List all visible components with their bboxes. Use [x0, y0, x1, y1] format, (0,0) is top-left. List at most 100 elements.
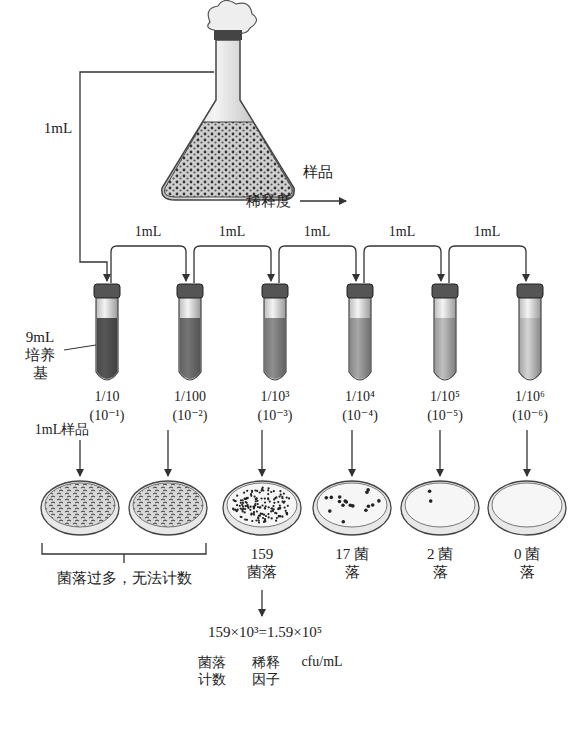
colony [278, 515, 280, 517]
transfer-arc [111, 246, 186, 283]
test-tube [434, 296, 456, 380]
colony [264, 508, 266, 510]
colony [250, 514, 252, 516]
label: 2 菌落 [420, 545, 460, 581]
colony [254, 496, 256, 498]
colony [279, 496, 281, 498]
colony [246, 497, 248, 499]
agar-surface [492, 483, 562, 527]
colony [287, 505, 289, 507]
tube-liquid [97, 318, 117, 379]
agar-surface [227, 483, 297, 527]
colony [261, 504, 263, 506]
plate-group [41, 430, 566, 535]
colony [282, 501, 284, 503]
colony [244, 519, 246, 521]
colony [341, 504, 345, 508]
colony [281, 516, 283, 518]
label: 1mL [474, 224, 500, 241]
tube-cap [94, 284, 120, 298]
colony [286, 512, 288, 514]
colony [232, 508, 234, 510]
transfer-arc [364, 246, 441, 283]
colony [253, 506, 255, 508]
label: 1/10 [95, 389, 120, 406]
colony [429, 499, 433, 503]
colony [338, 500, 342, 504]
colony [256, 510, 258, 512]
colony [283, 493, 285, 495]
colony [254, 503, 256, 505]
label: 1mL [389, 224, 415, 241]
colony [259, 506, 261, 508]
colony [255, 519, 257, 521]
colony [260, 497, 262, 499]
colony [268, 487, 270, 489]
colony [285, 510, 287, 512]
label: 1mL [135, 224, 161, 241]
petri-dish [41, 481, 119, 535]
colony [265, 505, 267, 507]
colony [247, 506, 249, 508]
colony [278, 515, 280, 517]
colony [247, 497, 249, 499]
colony [237, 509, 239, 511]
plating-arrow [261, 430, 262, 476]
colony [246, 502, 248, 504]
leader-line [64, 345, 96, 350]
colony [268, 506, 270, 508]
flask-body [162, 40, 294, 200]
colony [274, 512, 276, 514]
colony [271, 517, 273, 519]
colony [272, 505, 274, 507]
result-arrow [261, 590, 262, 616]
flask [162, 0, 294, 200]
label: 1mL样品 [35, 422, 89, 439]
colony [280, 494, 282, 496]
colony [258, 520, 260, 522]
test-tube [349, 296, 371, 380]
test-tube [264, 296, 286, 380]
colony [279, 504, 281, 506]
colony [250, 506, 252, 508]
colony [257, 503, 259, 505]
colony [277, 508, 279, 510]
colony [258, 521, 260, 523]
label: 1mL [44, 119, 72, 137]
colony [239, 505, 241, 507]
colony [259, 515, 261, 517]
colony [377, 499, 381, 503]
label: (10⁻³) [258, 408, 293, 425]
colony [242, 502, 244, 504]
label: 菌落过多，无法计数 [57, 569, 192, 587]
colony [264, 520, 266, 522]
colony [273, 508, 275, 510]
transfer-arcs [111, 246, 526, 283]
label: cfu/mL [301, 654, 342, 671]
colony [279, 490, 281, 492]
agar-surface [405, 483, 475, 527]
tube-liquid [180, 318, 200, 379]
colony [288, 497, 290, 499]
colony [278, 507, 280, 509]
colony [351, 504, 355, 508]
bracket [42, 543, 206, 563]
colony [267, 489, 269, 491]
colony [273, 490, 275, 492]
colony [273, 502, 275, 504]
label: 1mL [219, 224, 245, 241]
colony [240, 499, 242, 501]
colony [262, 517, 264, 519]
petri-dish [313, 481, 391, 535]
colony [255, 498, 257, 500]
label: (10⁻¹) [90, 408, 125, 425]
colony [246, 497, 248, 499]
transfer-arc [279, 246, 356, 283]
colony [267, 498, 269, 500]
colony [235, 509, 237, 511]
colony [286, 497, 288, 499]
colony [257, 518, 259, 520]
colony [233, 499, 235, 501]
colony [264, 501, 266, 503]
